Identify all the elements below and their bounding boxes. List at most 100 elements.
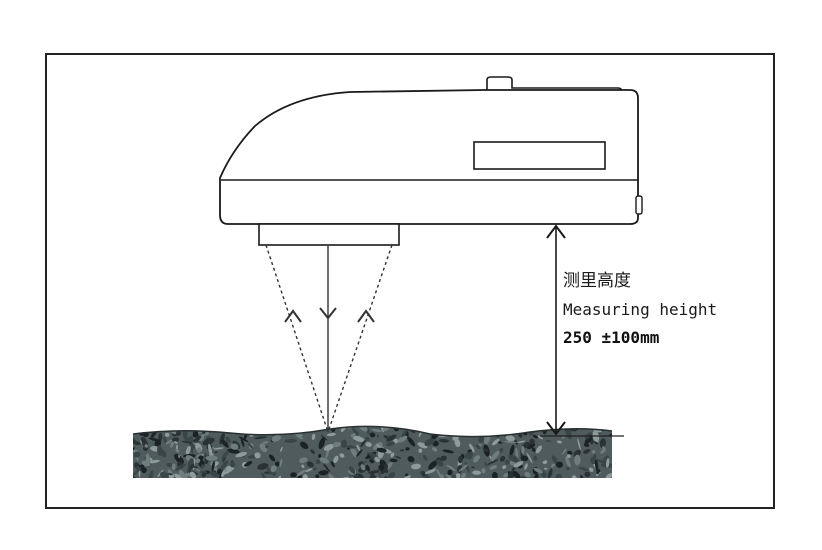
ground-speck (368, 470, 380, 474)
ground-speck (305, 468, 313, 472)
ground-speck (431, 426, 434, 431)
ground-speck (175, 463, 186, 471)
ground-speck (584, 471, 591, 478)
ground-speck (424, 438, 435, 446)
ground-speck (319, 457, 330, 464)
ground-speck (336, 476, 349, 478)
ground-speck (193, 435, 202, 443)
ground-speck (407, 456, 415, 463)
ground-speck (211, 460, 215, 472)
ground-speck (604, 419, 610, 426)
ground-speck (596, 469, 601, 475)
ground-speck (133, 436, 137, 445)
ground-speck (141, 460, 151, 467)
ground-speck (405, 473, 409, 477)
ground-speck (133, 451, 141, 458)
ground-speck (332, 441, 342, 448)
ground-speck (599, 438, 606, 449)
ground-speck (531, 447, 536, 452)
ground-speck (207, 417, 220, 428)
reflected-beam-left (265, 244, 329, 433)
ground-speck (446, 426, 451, 430)
ground-speck (457, 465, 463, 474)
ground-speck (167, 473, 173, 476)
ground-speck (221, 469, 226, 478)
ground-speck (214, 451, 218, 454)
ground-speck (216, 420, 221, 424)
ground-speck (199, 470, 208, 474)
ground-speck (374, 457, 380, 463)
ground-speck (526, 476, 532, 478)
ground-speck (586, 419, 593, 425)
ground-speck (254, 452, 261, 459)
ground-speck (369, 432, 376, 438)
ground-speck (369, 471, 375, 478)
ground-speck (174, 473, 184, 478)
ground-speck (505, 426, 509, 427)
ground-speck (502, 465, 507, 470)
ground-speck (306, 461, 314, 468)
ground-speck (311, 433, 316, 441)
arrowhead-up-icon (546, 224, 566, 239)
ground-speck (583, 448, 591, 454)
ground-speck (535, 445, 542, 454)
ground-speck (203, 426, 207, 427)
ground-speck (513, 438, 518, 445)
ground-speck (315, 459, 321, 465)
ground-speck (524, 463, 528, 470)
ground-speck (330, 461, 335, 468)
ground-speck (361, 419, 368, 425)
ground-speck (389, 458, 398, 463)
ground-speck (428, 460, 438, 470)
ground-speck (509, 444, 515, 457)
ground-speck (192, 466, 198, 469)
measuring-range-label: 250 ±100mm (563, 328, 660, 347)
ground-speck (315, 474, 320, 478)
ground-speck (464, 461, 470, 473)
ground-speck (574, 426, 582, 429)
ground-speck (204, 426, 214, 428)
ground-speck (279, 458, 283, 468)
ground-speck (526, 442, 536, 450)
ground-speck (438, 426, 444, 431)
ground-speck (427, 426, 433, 427)
ground-speck (514, 426, 523, 429)
ground-speck (348, 466, 356, 474)
ground-speck (517, 426, 522, 433)
ground-speck (533, 467, 543, 474)
ground-speck (255, 426, 262, 429)
ground-speck (418, 419, 424, 424)
ground-speck (473, 455, 481, 463)
ground-speck (566, 466, 570, 471)
ground-speck (200, 464, 205, 469)
ground-speck (163, 436, 168, 445)
ground-surface-line (132, 425, 613, 438)
ground-speck (178, 469, 186, 478)
ground-speck (537, 435, 544, 440)
ground-speck (486, 428, 495, 436)
ground-speck (219, 432, 225, 445)
ground-speck (562, 448, 567, 455)
ground-speck (350, 433, 356, 438)
ground-speck (318, 470, 329, 476)
ground-speck (257, 463, 269, 470)
ground-speck (395, 455, 402, 459)
ground-speck (291, 426, 301, 430)
ground-speck (385, 469, 389, 473)
ground-speck (491, 471, 498, 478)
ground-speck (509, 460, 516, 466)
ground-speck (220, 460, 229, 470)
ground-speck (266, 426, 274, 434)
ground-speck (481, 468, 486, 474)
ground-speck (185, 445, 191, 455)
ground-speck (165, 439, 173, 445)
ground-speck (326, 433, 336, 437)
ground-speck (545, 439, 552, 442)
ground-speck (551, 455, 559, 465)
ground-speck (513, 461, 524, 468)
ground-speck (371, 428, 383, 433)
arrowhead-down-icon (319, 307, 337, 320)
ground-speck (583, 443, 590, 447)
ground-speck (584, 434, 593, 445)
ground-speck (164, 432, 170, 437)
